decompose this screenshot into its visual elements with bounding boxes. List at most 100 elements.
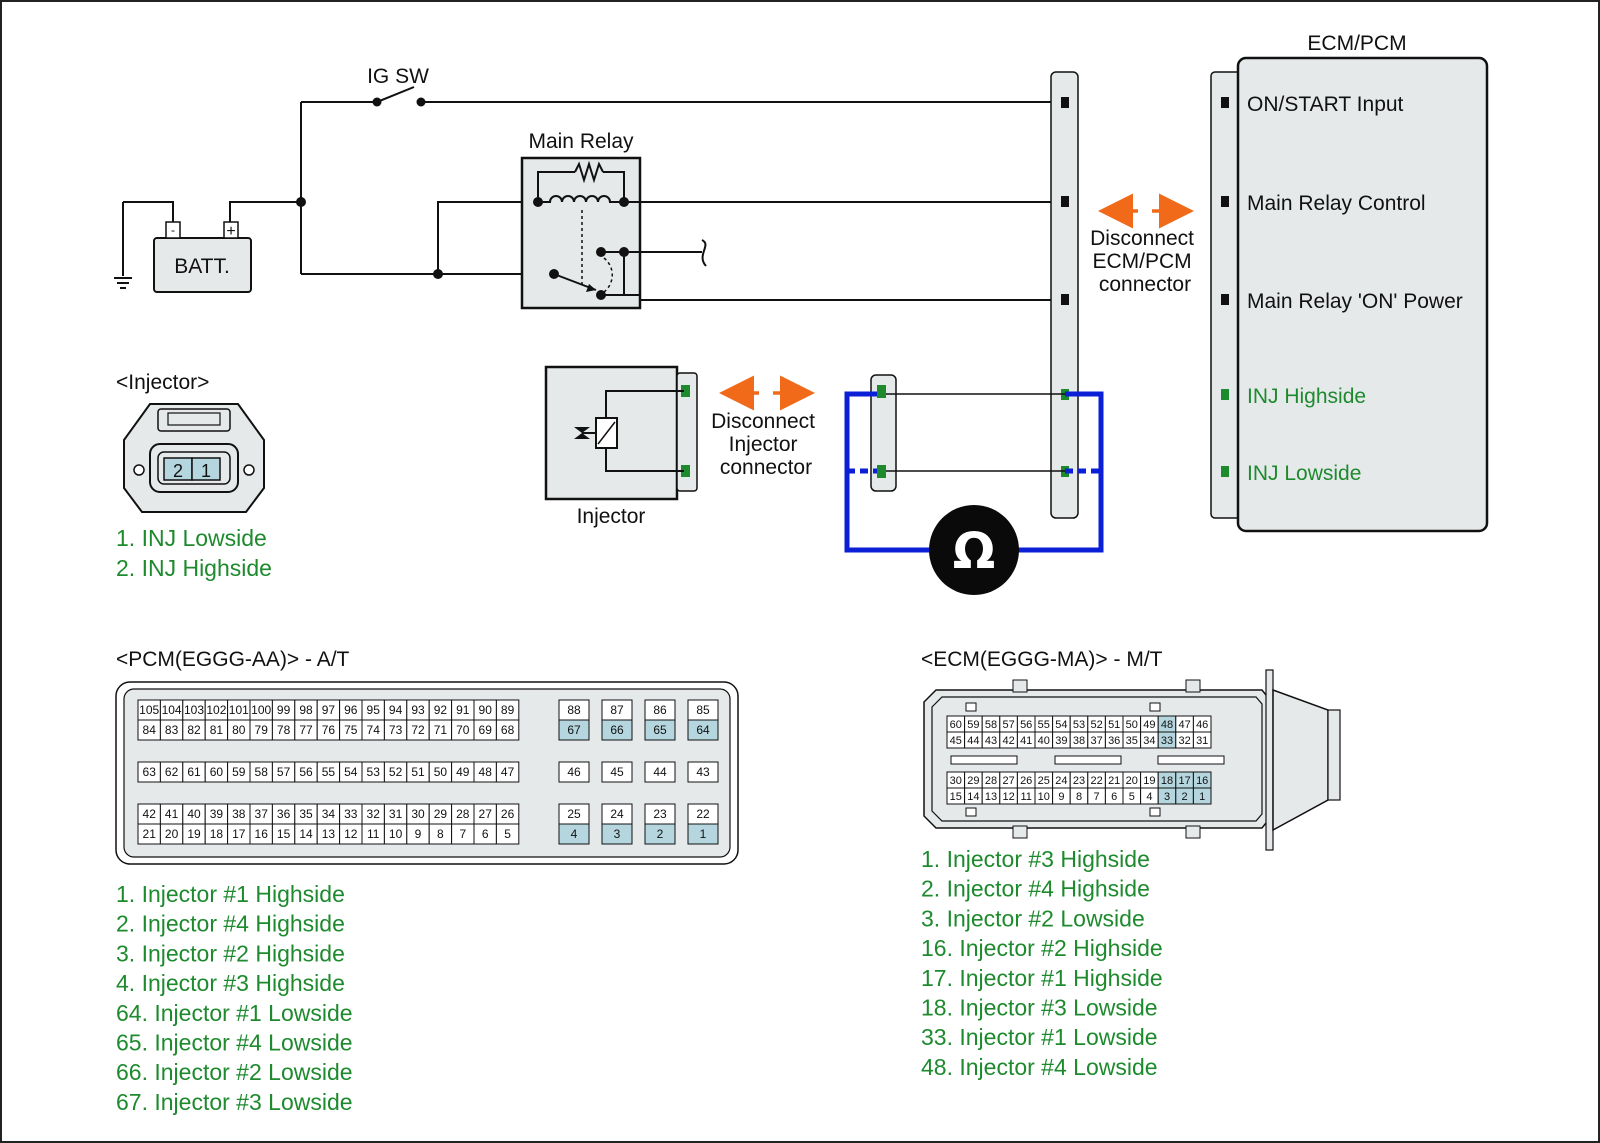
disconnect-injector-label: Disconnect Injector connector: [711, 410, 821, 479]
pin-number: 21: [1108, 775, 1120, 787]
pin-number: 103: [184, 703, 204, 717]
injector-connector-face: <Injector> 2 1: [116, 371, 265, 513]
pin-number: 72: [411, 723, 425, 737]
ecm-pcm-title: ECM/PCM: [1307, 32, 1406, 55]
pin-number: 61: [187, 765, 201, 779]
pin-number: 36: [277, 807, 291, 821]
legend-item: 1. Injector #3 Highside: [921, 846, 1150, 872]
pin-number: 26: [1020, 775, 1032, 787]
pin-number: 22: [1090, 775, 1102, 787]
pin-number: 12: [1002, 791, 1014, 803]
pin-number: 5: [1129, 791, 1135, 803]
pin-number: 56: [299, 765, 313, 779]
pin-number: 20: [1126, 775, 1138, 787]
pin-number: 104: [162, 703, 182, 717]
pin-number: 56: [1020, 719, 1032, 731]
main-relay-label: Main Relay: [528, 130, 634, 153]
pin-number: 9: [415, 827, 422, 841]
pin-number: 8: [437, 827, 444, 841]
pin-cell: [601, 761, 633, 783]
pin-number: 27: [479, 807, 493, 821]
injector-label: Injector: [577, 505, 646, 528]
pin-number: 77: [299, 723, 313, 737]
pin-number: 89: [501, 703, 515, 717]
pin-number: 29: [434, 807, 448, 821]
pin-number: 55: [322, 765, 336, 779]
pin-number: 16: [1196, 775, 1208, 787]
pin-number: 18: [210, 827, 224, 841]
pin-number: 41: [1020, 735, 1032, 747]
pin-number: 8: [1076, 791, 1082, 803]
pin-number: 12: [344, 827, 358, 841]
legend-item: 65. Injector #4 Lowside: [116, 1030, 353, 1056]
pin-number: 50: [1126, 719, 1138, 731]
pin-number: 88: [567, 703, 581, 717]
pin-number: 35: [299, 807, 313, 821]
pin-number: 30: [411, 807, 425, 821]
pcm-title: <PCM(EGGG-AA)> - A/T: [116, 648, 350, 671]
injector-legend-item: 1. INJ Lowside: [116, 525, 267, 551]
pin-number: 33: [1161, 735, 1173, 747]
pin-cell: [558, 823, 590, 845]
pin-number: 28: [985, 775, 997, 787]
ecm-connector-shell: [923, 669, 1341, 851]
pin-number: 46: [567, 765, 581, 779]
pin-number: 85: [696, 703, 710, 717]
pin-number: 37: [1090, 735, 1102, 747]
resistor-icon: [574, 160, 604, 184]
pin-number: 36: [1108, 735, 1120, 747]
pin-number: 74: [367, 723, 381, 737]
ecm-pin-main-relay-control: Main Relay Control: [1247, 192, 1426, 215]
injector-connector-title: <Injector>: [116, 371, 209, 394]
pin-number: 87: [610, 703, 624, 717]
pin-cell: [644, 761, 676, 783]
pin-cell: [687, 823, 719, 845]
pin-number: 26: [501, 807, 515, 821]
pin-number: 32: [1178, 735, 1190, 747]
pin-number: 64: [696, 723, 710, 737]
pin-number: 44: [967, 735, 979, 747]
pin-number: 53: [367, 765, 381, 779]
pin-number: 60: [210, 765, 224, 779]
ohmmeter-icon: [929, 505, 1019, 595]
pin-number: 14: [967, 791, 979, 803]
pin-number: 7: [1094, 791, 1100, 803]
pin-number: 3: [614, 827, 621, 841]
pin-number: 38: [232, 807, 246, 821]
pin-number: 13: [985, 791, 997, 803]
pin-number: 62: [165, 765, 179, 779]
pin-number: 58: [985, 719, 997, 731]
pin-number: 51: [411, 765, 425, 779]
pin-cell: [495, 719, 520, 741]
pin-cell: [1192, 787, 1212, 805]
power-circuit: - + BATT. IG SW Main Relay: [114, 65, 1053, 310]
battery: - + BATT.: [153, 221, 252, 293]
legend-item: 17. Injector #1 Highside: [921, 965, 1163, 991]
pin-number: 25: [1038, 775, 1050, 787]
pin-number: 96: [344, 703, 358, 717]
pin-number: 1: [700, 827, 707, 841]
pin-number: 15: [277, 827, 291, 841]
pin-number: 102: [206, 703, 226, 717]
pin-number: 73: [389, 723, 403, 737]
pin-cell: [644, 823, 676, 845]
legend-item: 4. Injector #3 Highside: [116, 970, 345, 996]
pin-number: 6: [482, 827, 489, 841]
pin-number: 50: [434, 765, 448, 779]
pin-number: 100: [251, 703, 271, 717]
legend-item: 3. Injector #2 Highside: [116, 940, 345, 966]
pin-cell: [495, 761, 520, 783]
pin-number: 15: [950, 791, 962, 803]
legend-item: 18. Injector #3 Lowside: [921, 995, 1158, 1021]
injector-pin-2: 2: [173, 461, 183, 481]
pin-number: 39: [1055, 735, 1067, 747]
legend-item: 3. Injector #2 Lowside: [921, 905, 1145, 931]
pin-number: 105: [139, 703, 159, 717]
legend-item: 2. Injector #4 Highside: [921, 876, 1150, 902]
pin-number: 42: [1002, 735, 1014, 747]
pin-cell: [644, 719, 676, 741]
pin-number: 19: [187, 827, 201, 841]
legend-item: 66. Injector #2 Lowside: [116, 1059, 353, 1085]
pin-number: 53: [1073, 719, 1085, 731]
pin-number: 43: [985, 735, 997, 747]
